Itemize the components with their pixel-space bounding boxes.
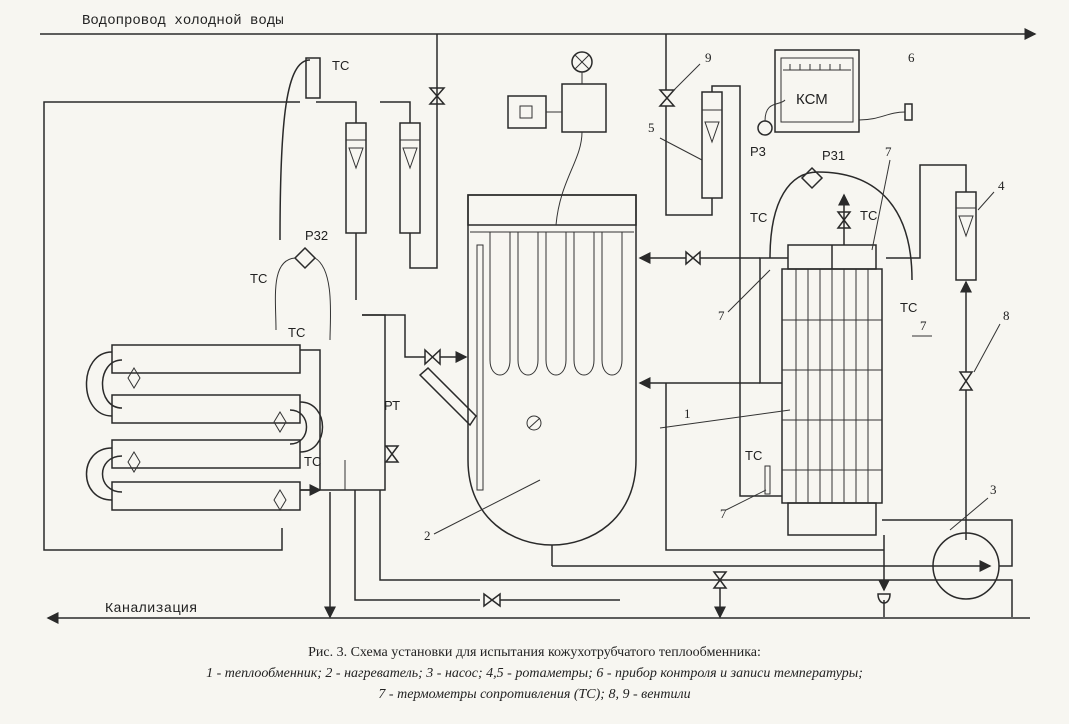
number-3: 3 xyxy=(990,482,997,497)
heater-controller xyxy=(507,51,607,226)
caption-line-3: 7 - термометры сопротивления (ТС); 8, 9 … xyxy=(378,687,691,702)
tc-label: ТС xyxy=(750,210,767,225)
tc-label: ТС xyxy=(900,300,917,315)
ksm-recorder: КСМ Р3 6 xyxy=(750,49,915,159)
tc-sensor-top-left: ТС xyxy=(279,57,349,241)
tc-label: ТС xyxy=(288,325,305,340)
rotameter-4: 4 xyxy=(886,164,1005,372)
tc-sensors-right: Р31 ТС ТС ТС ТС 7 7 7 7 xyxy=(718,144,932,521)
shell-tube-exchanger: 1 xyxy=(659,193,883,536)
tc-label: ТС xyxy=(332,58,349,73)
pump-3: 3 xyxy=(552,482,1013,600)
p32-junction: Р32 ТС ТС ТС xyxy=(250,228,346,490)
tc-label: ТС xyxy=(250,271,267,286)
ksm-label: КСМ xyxy=(796,91,828,108)
number-9: 9 xyxy=(705,50,712,65)
heater-return-piping xyxy=(638,250,760,389)
left-rotameter-a xyxy=(316,101,367,300)
rt-label: РТ xyxy=(384,398,400,413)
installation-scheme: Водопровод холодной воды Канализация ТС xyxy=(40,12,1037,624)
temperature-regulator: РТ xyxy=(384,366,477,427)
p3-label: Р3 xyxy=(750,144,766,159)
number-4: 4 xyxy=(998,178,1005,193)
heater-inlet xyxy=(362,314,468,463)
number-5: 5 xyxy=(648,120,655,135)
number-7: 7 xyxy=(718,308,725,323)
left-exchanger-bank xyxy=(85,344,324,511)
tc-label: ТС xyxy=(860,208,877,223)
number-2: 2 xyxy=(424,528,431,543)
number-7: 7 xyxy=(920,318,927,333)
p31-label: Р31 xyxy=(822,148,845,163)
cold-water-main: Водопровод холодной воды xyxy=(40,12,1037,40)
heater-vessel xyxy=(467,194,637,566)
plug-icon xyxy=(904,103,913,121)
figure-caption: Рис. 3. Схема установки для испытания ко… xyxy=(0,642,1069,705)
valve-8: 8 xyxy=(958,308,1010,540)
tc-label: ТС xyxy=(745,448,762,463)
caption-line-1: Рис. 3. Схема установки для испытания ко… xyxy=(308,645,761,660)
rotameter-5: 9 5 xyxy=(648,34,760,497)
number-7: 7 xyxy=(720,506,727,521)
drain-line: Канализация xyxy=(46,601,1030,624)
caption-line-2: 1 - теплообменник; 2 - нагреватель; 3 - … xyxy=(206,666,863,681)
water-supply-label: Водопровод холодной воды xyxy=(82,12,284,29)
supply-valve xyxy=(428,87,446,105)
number-7: 7 xyxy=(885,144,892,159)
number-6: 6 xyxy=(908,50,915,65)
number-1: 1 xyxy=(684,406,691,421)
p32-label: Р32 xyxy=(305,228,328,243)
drain-label: Канализация xyxy=(105,601,197,617)
bottom-drain-connections: 2 xyxy=(354,383,1013,619)
tc-label: ТС xyxy=(304,454,321,469)
left-rotameter-b xyxy=(380,34,438,269)
number-8: 8 xyxy=(1003,308,1010,323)
